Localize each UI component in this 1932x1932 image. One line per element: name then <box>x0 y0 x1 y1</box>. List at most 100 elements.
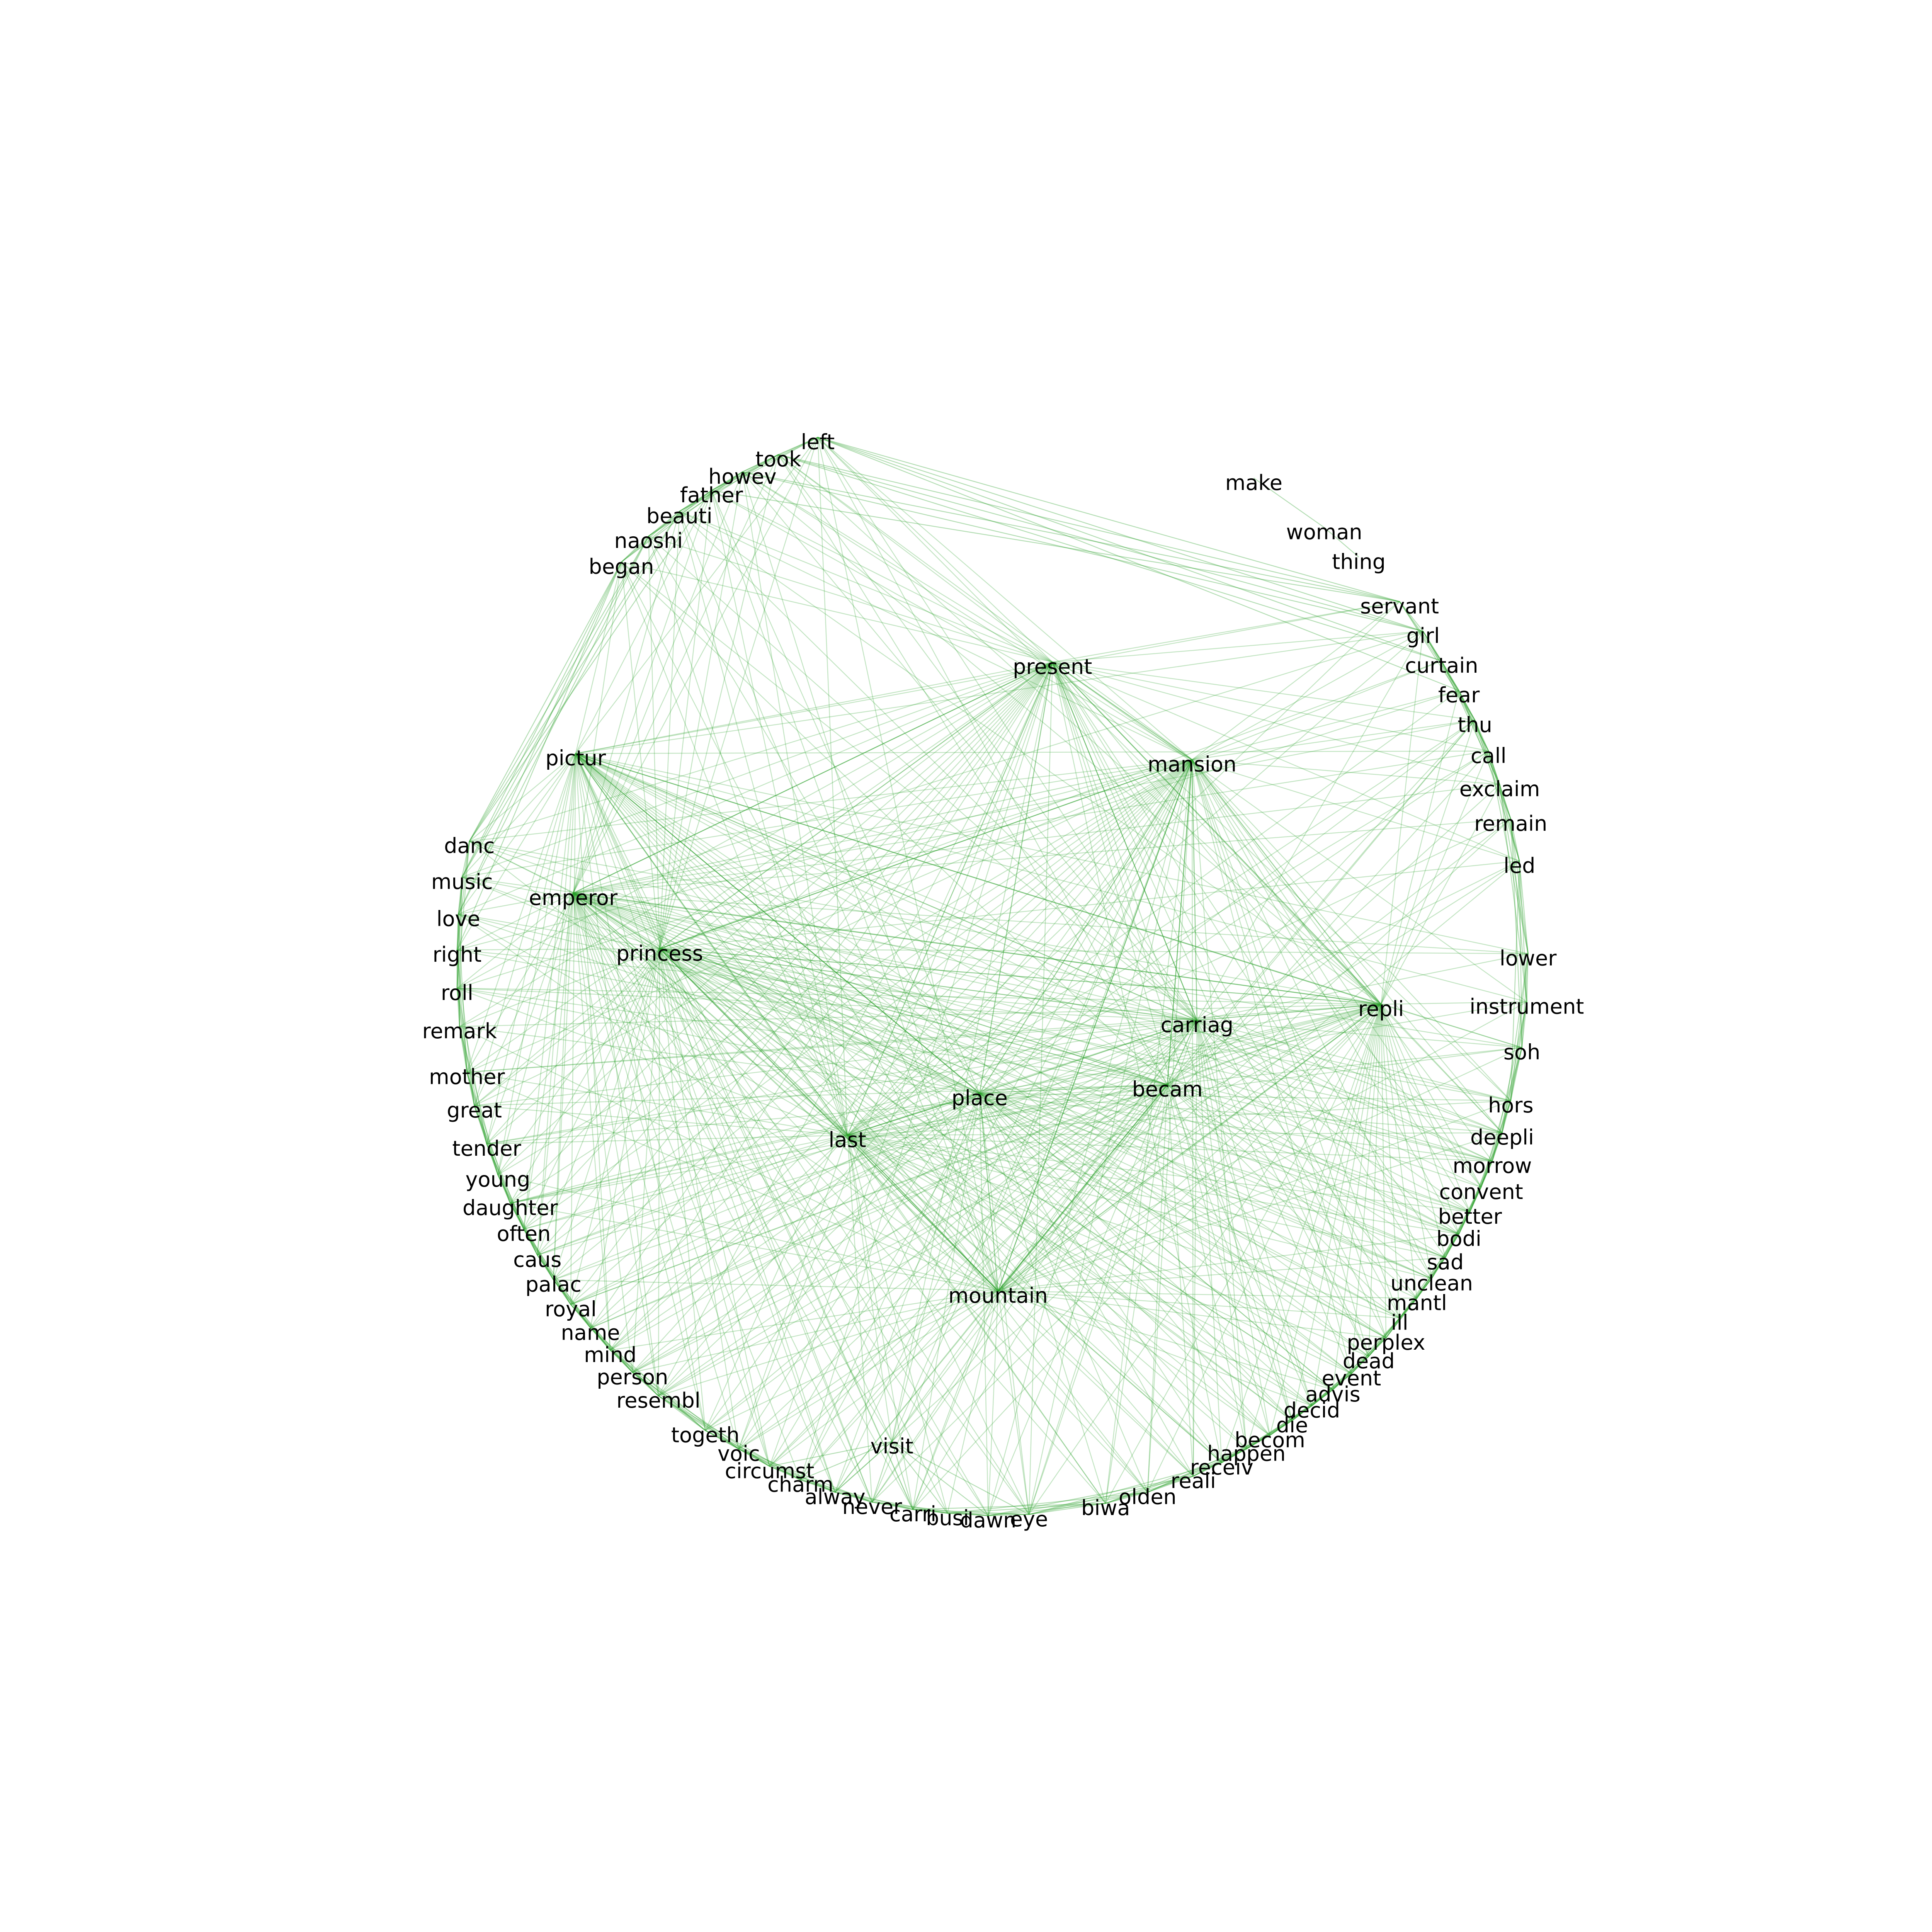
edge-place-event <box>979 1093 1352 1374</box>
edge-daughter-great <box>474 1105 511 1204</box>
edge-repli-perplex <box>1381 1004 1387 1338</box>
edge-princess-repli <box>660 948 1381 1005</box>
edge-carriag-last <box>847 1020 1197 1136</box>
edge-mountain-began <box>621 562 999 1291</box>
edge-emperor-togeth <box>573 893 706 1431</box>
edge-emperor-tender <box>486 893 574 1144</box>
edge-mountain-emperor <box>573 893 998 1291</box>
node-label-person: person <box>597 1365 668 1389</box>
edge-mansion-bodi <box>1191 759 1459 1235</box>
edge-princess-repli <box>660 948 1381 1005</box>
edge-present-left <box>817 437 1053 663</box>
edge-princess-advis <box>659 948 1333 1390</box>
edge-lower-soh <box>1521 953 1529 1048</box>
edge-caus-often <box>523 1229 538 1255</box>
edge-last-tender <box>486 1134 848 1145</box>
node-label-busi: busi <box>926 1506 969 1530</box>
edge-hors-convent <box>1480 1100 1511 1187</box>
edge-mountain-daughter <box>510 1202 998 1291</box>
edge-beauti-father <box>679 490 712 512</box>
edge-mansion-morrow <box>1192 759 1493 1162</box>
node-label-mountain: mountain <box>948 1283 1048 1308</box>
edge-princess-palac <box>553 948 660 1280</box>
edge-present-repli <box>1052 662 1382 1005</box>
edge-repli-soh <box>1381 1003 1522 1048</box>
edge-carriag-eye <box>1028 1020 1197 1515</box>
edge-instrument-soh <box>1521 1002 1527 1048</box>
edge-young-great <box>474 1105 498 1175</box>
edge-charm-togeth <box>705 1430 801 1480</box>
edge-person-palac <box>553 1279 633 1373</box>
edge-emperor-princess <box>573 893 660 949</box>
edge-girl-curtain <box>1422 631 1442 662</box>
edge-led-soh <box>1519 861 1522 1048</box>
edge-mansion-great <box>474 759 1192 1106</box>
edge-princess-led <box>660 861 1520 949</box>
edge-eye-carri <box>913 1509 1029 1515</box>
edge-father-servant <box>711 490 1400 602</box>
edge-charm-resembl <box>658 1395 801 1480</box>
edge-daughter-mother <box>466 1072 511 1204</box>
edge-mansion-palac <box>553 759 1192 1280</box>
edge-tender-great <box>474 1105 487 1144</box>
node-label-emperor: emperor <box>529 886 618 910</box>
node-label-bodi: bodi <box>1436 1226 1481 1251</box>
edge-busi-alway <box>835 1492 948 1514</box>
edge-mansion-royal <box>570 759 1192 1305</box>
edge-repli-sad <box>1381 1004 1446 1258</box>
edge-pictur-event <box>575 753 1352 1374</box>
edge-princess-last <box>659 948 848 1136</box>
node-label-morrow: morrow <box>1452 1154 1532 1178</box>
edge-great-roll <box>456 988 475 1106</box>
edge-pictur-began <box>575 562 622 754</box>
edge-becam-last <box>847 1084 1168 1136</box>
edge-becam-circumst <box>769 1084 1168 1467</box>
edge-began-naoshi <box>621 536 649 563</box>
edge-repli-caus <box>537 1003 1381 1256</box>
edge-reali-olden <box>1147 1476 1194 1493</box>
edge-pictur-never <box>575 753 873 1502</box>
edge-instrument-deepli <box>1502 1002 1527 1133</box>
edge-hors-better <box>1469 1100 1511 1212</box>
edge-receiv-reali <box>1193 1462 1222 1477</box>
node-label-place: place <box>952 1086 1008 1110</box>
edge-mountain-bodi <box>998 1233 1459 1291</box>
edge-pictur-better <box>575 753 1470 1213</box>
edge-present-royal <box>570 662 1053 1305</box>
edge-princess-mountain <box>659 948 998 1291</box>
edge-pictur-busi <box>575 753 948 1514</box>
edge-becam-soh <box>1167 1047 1522 1085</box>
edge-princess-voic <box>659 949 739 1449</box>
edge-pictur-becom <box>575 753 1270 1436</box>
edge-pictur-morrow <box>575 753 1493 1162</box>
edge-visit-never <box>871 1441 893 1502</box>
edge-pictur-visit <box>575 753 893 1442</box>
edge-left-curtain <box>817 437 1442 662</box>
node-label-better: better <box>1438 1204 1502 1229</box>
edge-remark-roll <box>456 988 460 1027</box>
edge-advis-die <box>1292 1389 1333 1421</box>
node-label-thing: thing <box>1332 549 1386 574</box>
edge-mansion-thu <box>1192 719 1475 760</box>
edge-carriag-girl <box>1196 631 1423 1021</box>
edge-sad-perplex <box>1386 1257 1446 1338</box>
edge-biwa-busi <box>947 1503 1106 1514</box>
node-label-eye: eye <box>1010 1507 1048 1531</box>
edge-carriag-resembl <box>658 1020 1197 1396</box>
edge-carriag-left <box>817 437 1197 1021</box>
edge-last-love <box>458 913 848 1136</box>
edge-emperor-biwa <box>573 893 1106 1504</box>
edge-present-took <box>778 454 1053 663</box>
edge-pictur-mother <box>466 753 576 1073</box>
edge-visit-charm <box>800 1441 892 1481</box>
edge-love-music <box>457 877 463 914</box>
edge-last-bodi <box>847 1134 1459 1235</box>
edge-carriag-right <box>457 949 1197 1021</box>
edge-emperor-girl <box>573 631 1423 894</box>
edge-emperor-advis <box>573 893 1333 1390</box>
edge-present-daughter <box>510 662 1053 1204</box>
edge-pictur-royal <box>570 753 577 1305</box>
edge-pictur-receiv <box>575 753 1222 1463</box>
graph-edges <box>456 437 1529 1516</box>
edge-soh-morrow <box>1492 1047 1522 1162</box>
